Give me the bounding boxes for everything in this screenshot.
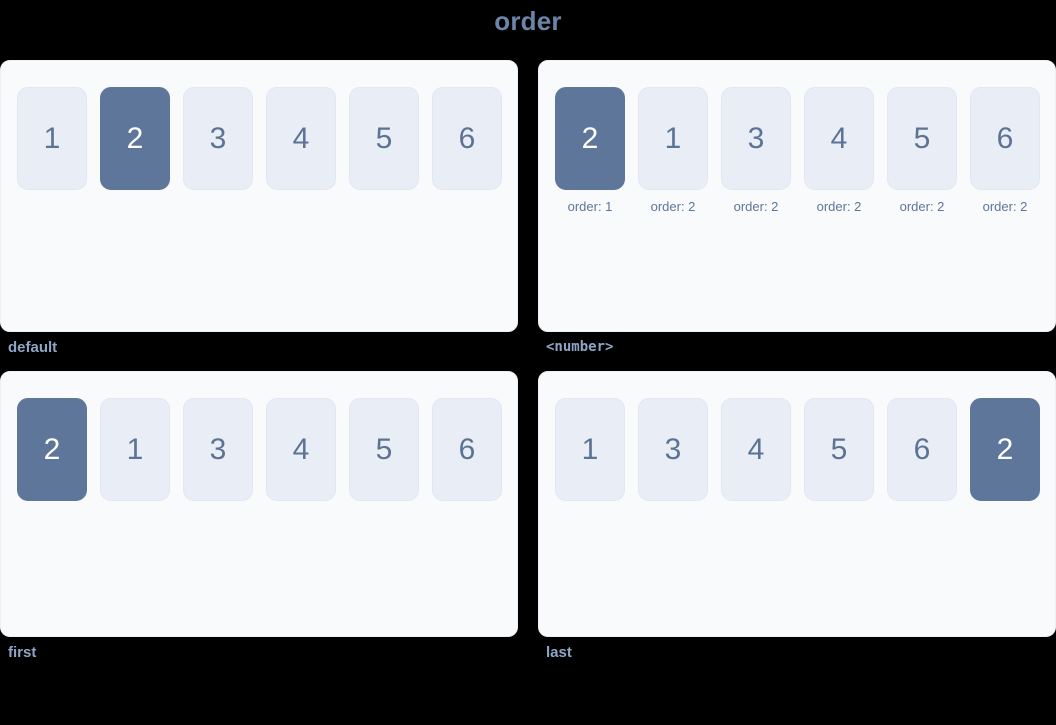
item-wrap: 5 [349, 398, 419, 511]
item-row: 2 order: 1 1 order: 2 3 order: 2 4 order… [555, 87, 1055, 213]
item-wrap: 3 [183, 398, 253, 511]
item-wrap: 5 order: 2 [887, 87, 957, 213]
order-item[interactable]: 6 [970, 87, 1040, 190]
order-item[interactable]: 6 [887, 398, 957, 501]
item-wrap: 2 [100, 87, 170, 200]
item-wrap: 5 [804, 398, 874, 511]
order-item[interactable]: 1 [100, 398, 170, 501]
order-item[interactable]: 3 [638, 398, 708, 501]
demo-panel-default: 1 2 3 4 5 [0, 60, 518, 332]
order-item-note: order: 2 [650, 199, 696, 214]
panel-cell-number: 2 order: 1 1 order: 2 3 order: 2 4 order… [538, 60, 1056, 355]
order-item[interactable]: 5 [887, 87, 957, 190]
order-item[interactable]: 2 [970, 398, 1040, 501]
order-item-note: order: 2 [982, 199, 1028, 214]
panel-cell-default: 1 2 3 4 5 [0, 60, 518, 355]
order-item[interactable]: 5 [804, 398, 874, 501]
item-wrap: 6 order: 2 [970, 87, 1040, 213]
order-item-note: order: 1 [567, 199, 613, 214]
panel-label-last: last [546, 644, 572, 661]
order-item[interactable]: 6 [432, 87, 502, 190]
page-title: order [494, 6, 562, 36]
demo-panel-first: 2 1 3 4 5 [0, 371, 518, 637]
item-wrap: 6 [432, 87, 502, 200]
order-item[interactable]: 4 [266, 398, 336, 501]
panel-cell-first: 2 1 3 4 5 [0, 371, 518, 660]
item-wrap: 4 [266, 87, 336, 200]
item-wrap: 1 [100, 398, 170, 511]
item-wrap: 3 [183, 87, 253, 200]
order-item[interactable]: 6 [432, 398, 502, 501]
item-wrap: 2 [970, 398, 1040, 511]
item-wrap: 4 [266, 398, 336, 511]
order-item[interactable]: 3 [183, 398, 253, 501]
demo-panel-number: 2 order: 1 1 order: 2 3 order: 2 4 order… [538, 60, 1056, 332]
item-row: 1 2 3 4 5 [17, 87, 517, 200]
order-item[interactable]: 4 [721, 398, 791, 501]
item-wrap: 1 order: 2 [638, 87, 708, 213]
item-wrap: 6 [887, 398, 957, 511]
panel-grid: 1 2 3 4 5 [0, 60, 1056, 660]
item-row: 2 1 3 4 5 [17, 398, 517, 511]
order-item-note: order: 2 [816, 199, 862, 214]
order-item[interactable]: 5 [349, 398, 419, 501]
order-item[interactable]: 4 [804, 87, 874, 190]
item-wrap: 5 [349, 87, 419, 200]
item-wrap: 2 [17, 398, 87, 511]
item-wrap: 4 [721, 398, 791, 511]
panel-cell-last: 1 3 4 5 6 [538, 371, 1056, 660]
item-wrap: 1 [555, 398, 625, 511]
order-item[interactable]: 2 [17, 398, 87, 501]
order-item[interactable]: 2 [555, 87, 625, 190]
item-row: 1 3 4 5 6 [555, 398, 1055, 511]
item-wrap: 6 [432, 398, 502, 511]
item-wrap: 1 [17, 87, 87, 200]
order-item[interactable]: 3 [183, 87, 253, 190]
panel-label-number: <number> [546, 339, 614, 355]
order-item[interactable]: 2 [100, 87, 170, 190]
item-wrap: 2 order: 1 [555, 87, 625, 213]
item-wrap: 3 [638, 398, 708, 511]
item-wrap: 3 order: 2 [721, 87, 791, 213]
order-item-note: order: 2 [733, 199, 779, 214]
order-item[interactable]: 1 [17, 87, 87, 190]
panel-label-first: first [8, 644, 37, 661]
item-wrap: 4 order: 2 [804, 87, 874, 213]
order-item[interactable]: 1 [555, 398, 625, 501]
order-item[interactable]: 5 [349, 87, 419, 190]
order-item[interactable]: 3 [721, 87, 791, 190]
demo-panel-last: 1 3 4 5 6 [538, 371, 1056, 637]
order-item[interactable]: 4 [266, 87, 336, 190]
order-item[interactable]: 1 [638, 87, 708, 190]
panel-label-default: default [8, 339, 58, 356]
order-item-note: order: 2 [899, 199, 945, 214]
